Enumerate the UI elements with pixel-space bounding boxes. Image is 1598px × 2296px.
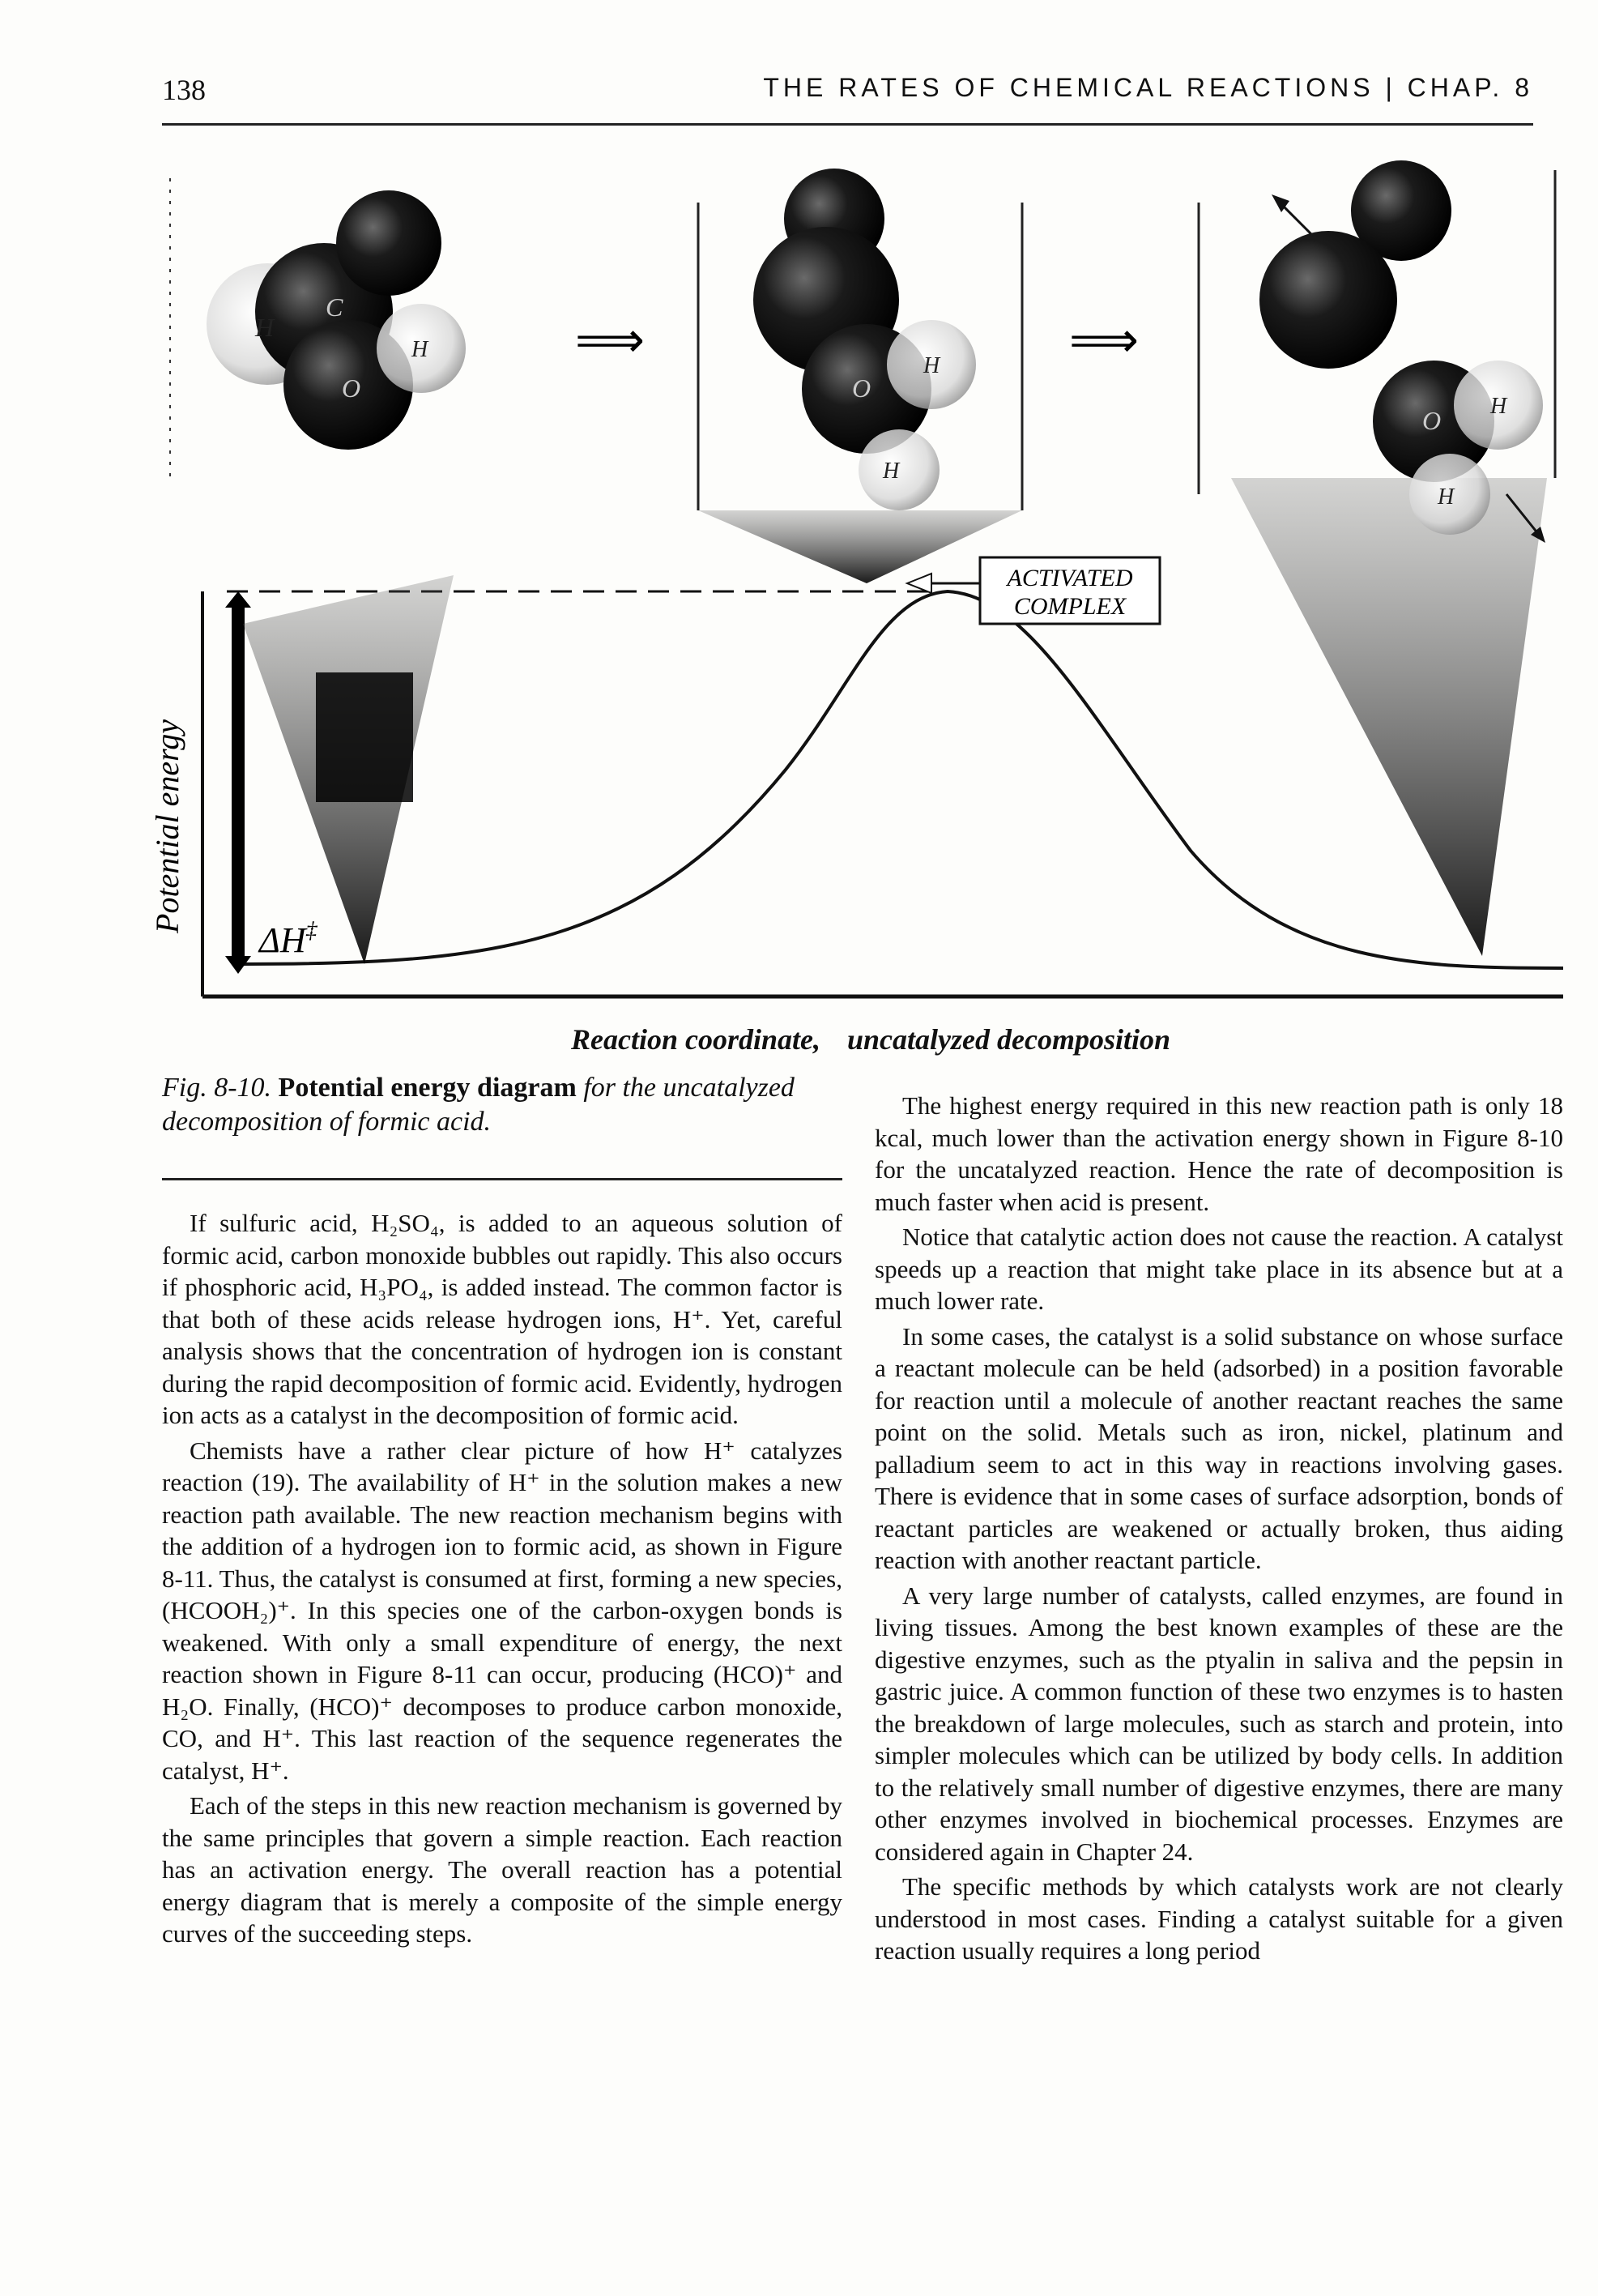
oxygen-atom bbox=[1351, 160, 1451, 261]
atom-label: H bbox=[882, 459, 901, 484]
atom-label: H bbox=[1437, 484, 1455, 510]
figure-caption: Fig. 8-10. Potential energy diagram for … bbox=[162, 1071, 842, 1139]
hydrogen-atom bbox=[859, 429, 940, 510]
complex-cone bbox=[698, 510, 1022, 583]
paragraph: Notice that catalytic action does not ca… bbox=[875, 1223, 1563, 1315]
atom-label: H bbox=[923, 353, 941, 378]
activated-complex-molecule: O H H bbox=[753, 169, 976, 510]
page-header: 138 THE RATES OF CHEMICAL REACTIONS | CH… bbox=[162, 73, 1533, 122]
paragraph: A very large number of catalysts, called… bbox=[875, 1581, 1563, 1866]
hydrogen-atom bbox=[1409, 454, 1490, 535]
figure-number: Fig. 8-10. bbox=[162, 1073, 272, 1103]
oxygen-atom bbox=[336, 190, 441, 296]
atom-label: O bbox=[852, 373, 871, 403]
paragraph: The highest energy required in this new … bbox=[875, 1091, 1563, 1216]
activated-complex-label: ACTIVATED COMPLEX bbox=[905, 556, 1161, 625]
paragraph: Each of the steps in this new reaction m… bbox=[162, 1791, 842, 1948]
carbon-atom bbox=[1259, 231, 1397, 369]
reaction-arrow-1: ⟹ bbox=[575, 312, 645, 369]
atom-label: H bbox=[1489, 394, 1508, 419]
x-axis-label: Reaction coordinate, uncatalyzed decompo… bbox=[202, 1022, 1539, 1056]
reactant-cone-shadow bbox=[316, 672, 413, 802]
y-axis-label: Potential energy bbox=[154, 719, 185, 934]
activated-complex-text-1: ACTIVATED bbox=[1006, 565, 1133, 591]
products-cone bbox=[1231, 478, 1547, 956]
energy-curve bbox=[242, 589, 1563, 970]
reactant-molecule: H C O H bbox=[207, 190, 466, 450]
paragraph: The specific methods by which catalysts … bbox=[875, 1872, 1563, 1965]
products-molecules: O H H bbox=[1259, 160, 1545, 543]
atom-label: H bbox=[254, 313, 275, 342]
hydrogen-atom bbox=[887, 320, 976, 409]
separation-arrow-head bbox=[1272, 194, 1289, 212]
figure-title: Potential energy diagram bbox=[278, 1073, 577, 1103]
reaction-arrow-2: ⟹ bbox=[1069, 312, 1139, 369]
activated-complex-pointer-head bbox=[905, 572, 932, 595]
separation-arrow-head bbox=[1531, 527, 1545, 543]
delta-h-arrow-down bbox=[225, 956, 251, 974]
delta-h-bar bbox=[232, 608, 245, 956]
activated-complex-text-2: COMPLEX bbox=[1014, 593, 1127, 620]
x-axis-label-part-1: Reaction coordinate, bbox=[571, 1023, 820, 1056]
hydrogen-atom bbox=[1454, 361, 1543, 450]
running-head: THE RATES OF CHEMICAL REACTIONS | CHAP. … bbox=[763, 73, 1533, 102]
energy-diagram-svg: ΔH‡ Potential energy H C O H ⟹ bbox=[154, 160, 1563, 999]
activated-complex-box bbox=[978, 556, 1161, 625]
atom-label: C bbox=[326, 292, 343, 322]
paragraph: Chemists have a rather clear picture of … bbox=[162, 1436, 842, 1785]
page-number: 138 bbox=[162, 74, 206, 106]
energy-diagram-figure: ΔH‡ Potential energy H C O H ⟹ bbox=[154, 154, 1563, 1013]
atom-label: O bbox=[1422, 406, 1441, 435]
header-rule bbox=[162, 123, 1533, 126]
caption-rule bbox=[162, 1178, 842, 1180]
paragraph: If sulfuric acid, H₂SO₄, is added to an … bbox=[162, 1209, 842, 1429]
paragraph: In some cases, the catalyst is a solid s… bbox=[875, 1321, 1563, 1575]
atom-label: H bbox=[411, 337, 429, 362]
atom-label: O bbox=[342, 373, 360, 403]
x-axis-label-part-2: uncatalyzed decomposition bbox=[847, 1023, 1170, 1056]
right-column: The highest energy required in this new … bbox=[875, 1090, 1563, 1970]
figure-caption-rest: for the uncatalyzed decomposition of for… bbox=[162, 1073, 795, 1137]
delta-h-label: ΔH‡ bbox=[258, 918, 318, 960]
hydrogen-atom bbox=[377, 304, 466, 393]
delta-h-arrow-up bbox=[225, 591, 251, 608]
left-column: If sulfuric acid, H₂SO₄, is added to an … bbox=[162, 1207, 842, 1953]
separation-arrow bbox=[1505, 493, 1540, 536]
